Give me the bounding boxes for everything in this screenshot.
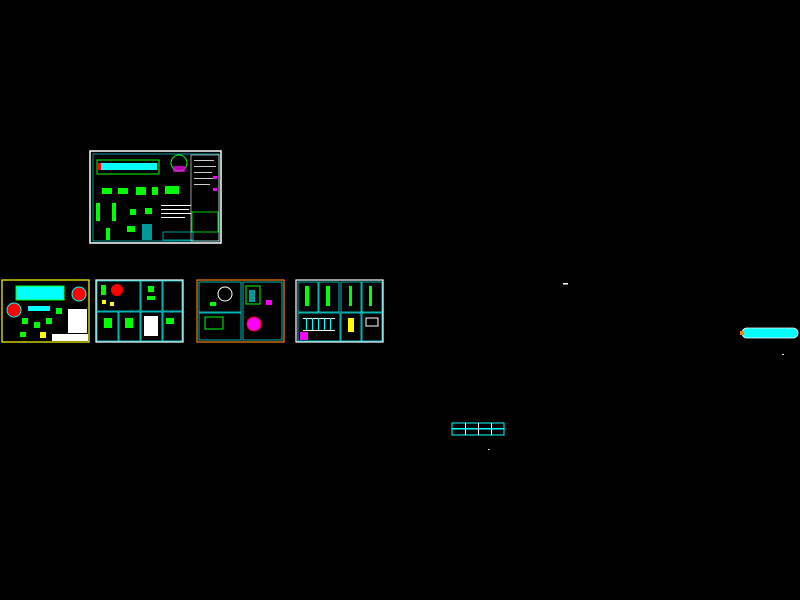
drawing-sheet-1[interactable] (1, 279, 90, 343)
drawing-fragment-tick (563, 283, 568, 285)
drawing-fragment-vessel[interactable] (740, 327, 799, 355)
drawing-fragment-rack[interactable] (451, 422, 505, 450)
drawing-sheet-2[interactable] (95, 279, 184, 343)
drawing-sheet-main-assembly[interactable] (89, 150, 222, 244)
drawing-sheet-4[interactable] (295, 279, 384, 343)
drawing-sheet-3[interactable] (196, 279, 285, 343)
